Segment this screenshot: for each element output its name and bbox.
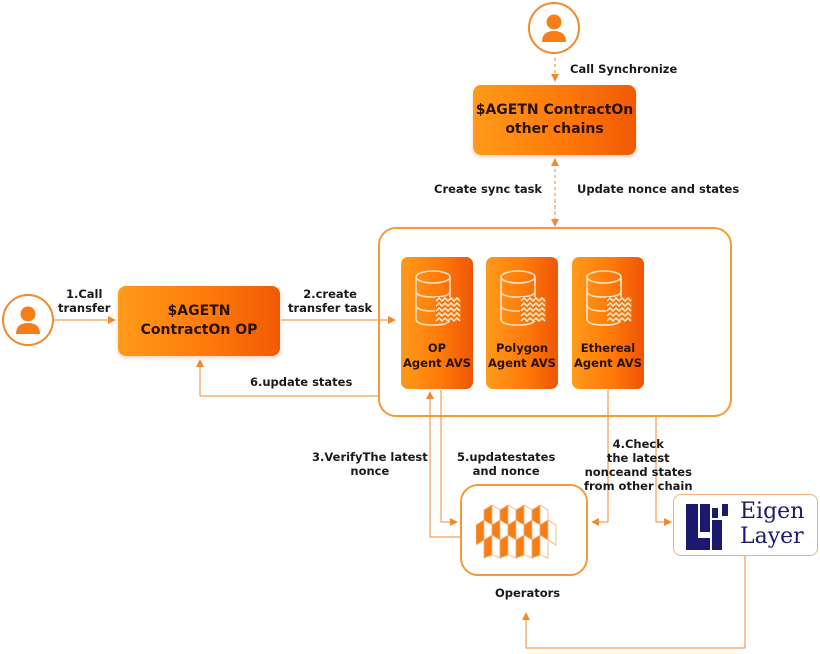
label-step4-line2: the latest bbox=[606, 451, 670, 465]
label-step4: 4.Check the latest nonceand states from … bbox=[584, 437, 693, 493]
contract-other-chains-box: $AGETN ContractOn other chains bbox=[473, 85, 636, 155]
contract-other-chains-line1: $AGETN ContractOn bbox=[475, 102, 634, 118]
database-icon bbox=[586, 270, 632, 326]
database-icon bbox=[500, 270, 546, 326]
label-step5-line2: and nonce bbox=[472, 464, 540, 478]
label-step5: 5.updatestates and nonce bbox=[457, 450, 555, 478]
avs-op-line1: OP bbox=[427, 341, 447, 355]
user-icon bbox=[542, 14, 566, 42]
label-step1-line1: 1.Call bbox=[65, 287, 103, 301]
contract-op-line2: ContractOn OP bbox=[140, 322, 258, 338]
eigenlayer-word1: Eigen bbox=[740, 499, 805, 524]
avs-card-ethereal: Ethereal Agent AVS bbox=[572, 257, 644, 389]
label-update-nonce-states: Update nonce and states bbox=[577, 182, 740, 196]
hexagon-cluster-icon bbox=[476, 504, 557, 559]
avs-polygon-line1: Polygon bbox=[495, 341, 549, 355]
label-step4-line4: from other chain bbox=[584, 479, 693, 493]
edge-eigenlayer-to-operators bbox=[522, 556, 746, 649]
label-step4-line1: 4.Check bbox=[612, 437, 664, 451]
avs-container bbox=[378, 227, 732, 417]
left-user-avatar bbox=[2, 294, 54, 346]
eigenlayer-logo-icon bbox=[686, 504, 728, 550]
edge-to-eigenlayer bbox=[655, 417, 672, 526]
contract-other-chains-line2: other chains bbox=[505, 121, 604, 137]
user-icon bbox=[16, 306, 40, 334]
edge-check-latest bbox=[591, 390, 609, 526]
label-step3-line1: 3.VerifyThe latest bbox=[312, 450, 428, 464]
avs-card-polygon: Polygon Agent AVS bbox=[486, 257, 558, 389]
edge-update-states bbox=[196, 359, 378, 397]
top-user-avatar bbox=[528, 2, 580, 54]
avs-ethereal-line2: Agent AVS bbox=[574, 356, 642, 370]
label-create-sync-task: Create sync task bbox=[434, 182, 543, 196]
avs-card-op: OP Agent AVS bbox=[401, 257, 473, 389]
label-step3: 3.VerifyThe latest nonce bbox=[312, 450, 428, 478]
eigenlayer-box: Eigen Layer bbox=[673, 494, 818, 556]
eigenlayer-wordmark: Eigen Layer bbox=[740, 499, 804, 549]
eigenlayer-word2: Layer bbox=[740, 524, 804, 549]
label-step2: 2.create transfer task bbox=[288, 287, 372, 315]
database-icon bbox=[415, 270, 461, 326]
edge-update-states-nonce bbox=[440, 390, 458, 526]
operators-label: Operators bbox=[495, 586, 561, 600]
label-step5-line1: 5.updatestates bbox=[457, 450, 556, 464]
edge-verify-nonce bbox=[426, 391, 460, 538]
avs-polygon-line2: Agent AVS bbox=[488, 356, 556, 370]
label-step3-line2: nonce bbox=[350, 464, 390, 478]
operators-box bbox=[460, 484, 588, 576]
avs-op-line2: Agent AVS bbox=[403, 356, 471, 370]
label-step4-line3: nonceand states bbox=[584, 465, 692, 479]
label-step2-line1: 2.create bbox=[303, 287, 357, 301]
label-step2-line2: transfer task bbox=[288, 301, 373, 315]
label-call-synchronize: Call Synchronize bbox=[570, 62, 678, 76]
label-step1-line2: transfer bbox=[58, 301, 111, 315]
label-step1: 1.Call transfer bbox=[58, 287, 110, 315]
contract-op-line1: $AGETN bbox=[167, 303, 231, 319]
avs-ethereal-line1: Ethereal bbox=[580, 341, 636, 355]
label-step6: 6.update states bbox=[250, 375, 353, 389]
contract-op-box: $AGETN ContractOn OP bbox=[118, 286, 280, 356]
